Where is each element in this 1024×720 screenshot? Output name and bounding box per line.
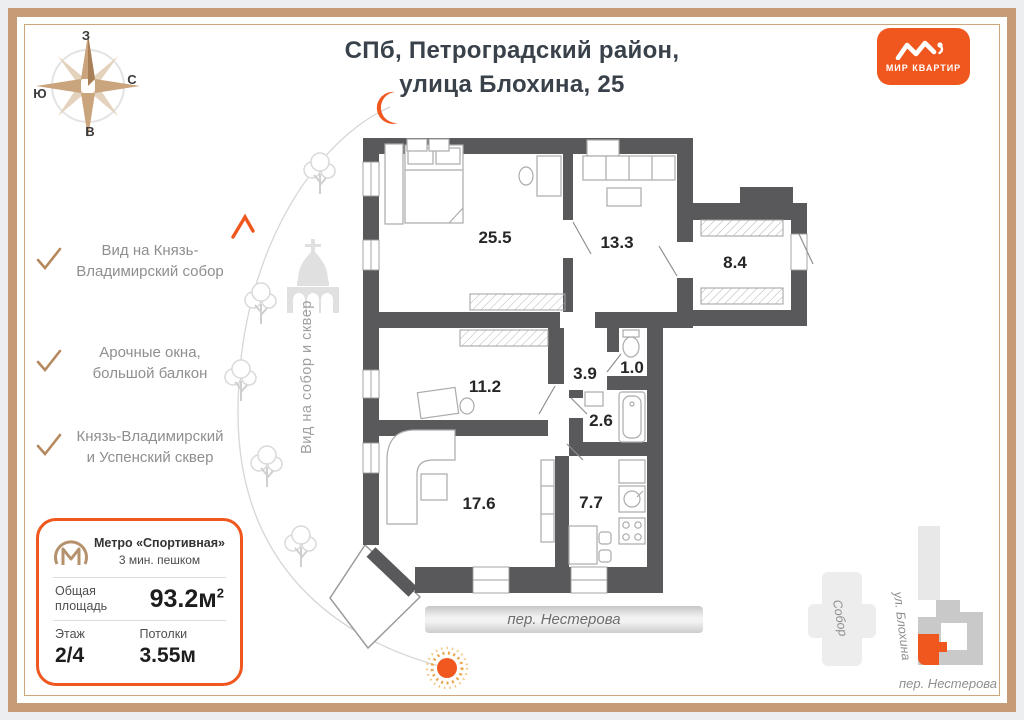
tree-icon [303, 152, 336, 195]
street-label-band: пер. Нестерова [425, 606, 703, 633]
wardrobe-hatch [459, 219, 784, 347]
feature-arched-windows: Арочные окна, большой балкон [36, 342, 238, 384]
feature-view-cathedral: Вид на Князь- Владимирский собор [36, 240, 238, 282]
toilet-icon [622, 329, 640, 358]
tree-icon [244, 282, 277, 325]
street-label: пер. Нестерова [507, 611, 621, 628]
total-area-label: площадь [55, 599, 108, 613]
door-swings [538, 221, 814, 461]
total-area-label: Общая [55, 584, 96, 598]
bay-window [329, 543, 422, 650]
compass-letter-north: С [127, 72, 137, 87]
total-area-number: 93.2м [149, 584, 217, 613]
metro-walk-time: 3 мин. пешком [118, 552, 201, 567]
room-area-label: 11.2 [469, 377, 501, 396]
highlighted-unit [918, 634, 947, 665]
room-area-label: 8.4 [723, 253, 747, 272]
divider [53, 577, 226, 578]
page-title: СПб, Петроградский район, улица Блохина,… [0, 34, 1024, 102]
feature-line: Владимирский собор [76, 263, 224, 280]
room-area-label: 1.0 [620, 358, 644, 377]
furniture-room [416, 386, 475, 420]
view-arc-scene: Вид на собор и сквер [224, 91, 469, 690]
furniture-lounge [386, 429, 555, 543]
roofs-icon [895, 40, 943, 60]
street-bottom-label: пер. Нестерова [899, 676, 997, 691]
kitchen-fixtures [568, 459, 646, 565]
cathedral-label: Собор [830, 599, 850, 638]
furniture-bedroom [384, 138, 562, 225]
checkmark-icon [36, 247, 62, 271]
room-area-label: 3.9 [573, 364, 597, 383]
floor-label: Этаж [55, 627, 85, 641]
metro-icon [54, 540, 88, 565]
view-arc-label: Вид на собор и сквер [299, 300, 315, 454]
room-area-label: 13.3 [600, 233, 633, 252]
room-area-label: 25.5 [478, 228, 511, 247]
tree-icon [250, 445, 283, 488]
checkmark-icon [36, 433, 62, 457]
compass-star-minor [58, 56, 118, 116]
tree-icon [224, 359, 257, 402]
info-card: Метро «Спортивная» 3 мин. пешком Общая п… [36, 518, 243, 686]
floor-value: 2/4 [55, 644, 85, 667]
crescent-moon-icon [376, 91, 398, 124]
sun-icon [425, 646, 469, 690]
divider [53, 620, 226, 621]
title-line-2: улица Блохина, 25 [399, 71, 625, 98]
cathedral-shape [808, 572, 876, 666]
room-area-label: 7.7 [579, 493, 603, 512]
feature-line: Князь-Владимирский [76, 428, 224, 445]
title-line-1: СПб, Петроградский район, [344, 37, 680, 64]
arc-arrow-icon [231, 213, 255, 239]
brand-name: МИР КВАРТИР [885, 63, 962, 73]
compass-letter-south: Ю [33, 86, 46, 101]
feature-square: Князь-Владимирский и Успенский сквер [36, 426, 238, 468]
compass-letter-east: В [85, 124, 94, 139]
room-area-labels: 25.5 13.3 8.4 11.2 3.9 1.0 2.6 17.6 7.7 [462, 228, 747, 513]
feature-line: Вид на Князь- [101, 242, 199, 259]
ceiling-value: 3.55м [139, 644, 196, 667]
checkmark-icon [36, 349, 62, 373]
feature-line: большой балкон [92, 365, 208, 382]
room-area-label: 2.6 [589, 411, 613, 430]
room-area-label: 17.6 [462, 494, 495, 513]
street-side-label: ул. Блохина [891, 590, 913, 661]
compass-rose: З С Ю В [33, 28, 140, 139]
area-superscript: 2 [216, 585, 224, 601]
metro-station: Метро «Спортивная» [94, 535, 225, 550]
tree-icon [284, 525, 317, 568]
compass-star-shade [88, 34, 95, 86]
floor-plan: 25.5 13.3 8.4 11.2 3.9 1.0 2.6 17.6 7.7 [329, 138, 814, 650]
furniture-living [582, 139, 676, 207]
street-band-vertical [918, 526, 940, 600]
bathroom-fixtures [584, 391, 646, 443]
compass-letter-west: З [82, 28, 90, 43]
feature-line: и Успенский сквер [86, 449, 214, 466]
church-icon [287, 239, 339, 313]
ceiling-label: Потолки [139, 627, 188, 641]
site-mini-map: Собор ул. Блохина пер. Нестерова [808, 526, 997, 691]
total-area-value: 93.2м2 [107, 585, 224, 614]
brand-logo: МИР КВАРТИР [877, 28, 970, 85]
feature-line: Арочные окна, [99, 344, 201, 361]
